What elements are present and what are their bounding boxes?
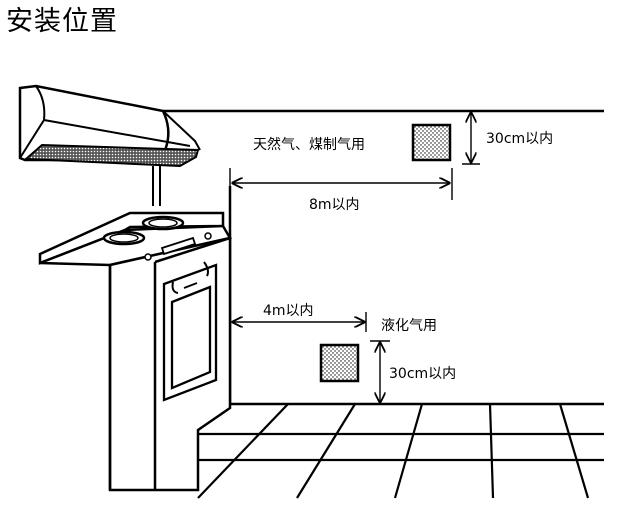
range-hood: [18, 84, 201, 206]
label-lower-distance: 4m以内: [263, 303, 314, 319]
label-natural-gas: 天然气、煤制气用: [253, 136, 365, 153]
label-upper-height: 30cm以内: [486, 131, 553, 147]
label-lower-height: 30cm以内: [389, 366, 456, 382]
floor-tiles: [155, 403, 604, 499]
page-title: 安装位置: [6, 6, 118, 37]
label-upper-distance: 8m以内: [309, 197, 360, 213]
stove-cabinet: [38, 211, 232, 492]
label-lpg: 液化气用: [381, 318, 437, 334]
detector-box-lpg: [319, 343, 360, 383]
detector-box-natural-gas: [411, 123, 452, 162]
dimension-lines: [229, 110, 480, 405]
